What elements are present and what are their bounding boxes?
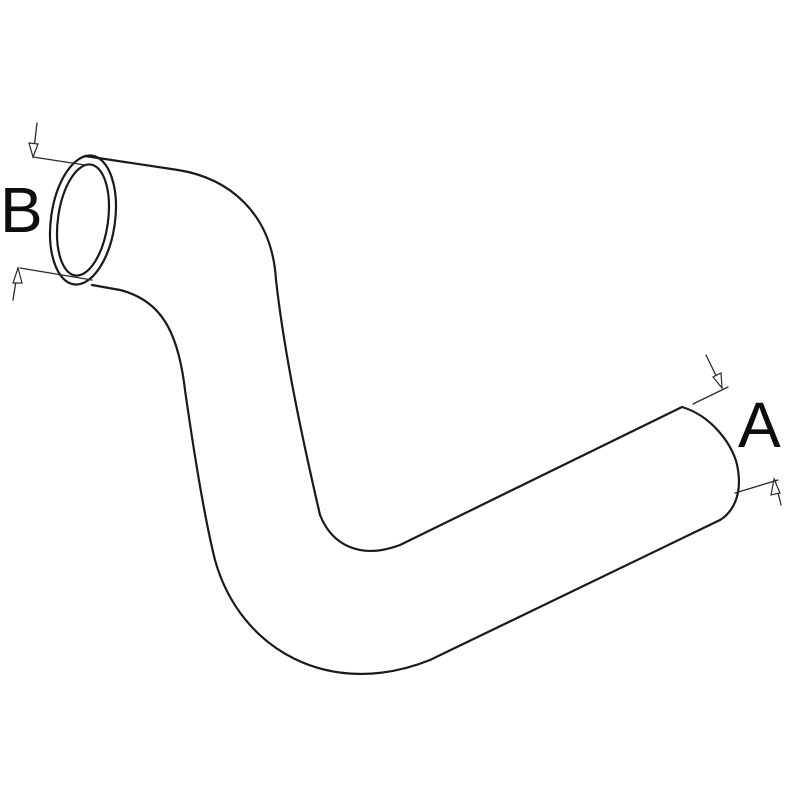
dimension-b-upper-arrow-icon — [28, 142, 39, 159]
end-b-opening — [48, 154, 118, 286]
end-a-cap — [680, 405, 741, 522]
dimension-a-upper-arrow-icon — [712, 372, 723, 390]
hose-body — [83, 154, 741, 675]
end-a-label: A — [738, 389, 781, 461]
dimension-b-upper-extension — [32, 156, 86, 166]
dimension-b-lower-extension — [19, 267, 93, 281]
dimension-a-upper-extension — [692, 386, 729, 405]
end-b-inner-ring — [55, 163, 111, 277]
hose-lower-outline — [90, 283, 722, 675]
dimension-a-lower-extension — [734, 479, 779, 494]
dimension-a — [692, 354, 782, 506]
end-b-label: B — [0, 174, 43, 246]
dimension-b-lower-arrow-icon — [12, 265, 23, 284]
hose-upper-outline — [83, 154, 684, 552]
end-b-outer-ring — [48, 154, 118, 286]
dimension-a-lower-arrow-icon — [770, 476, 781, 496]
dimension-b — [12, 122, 93, 301]
